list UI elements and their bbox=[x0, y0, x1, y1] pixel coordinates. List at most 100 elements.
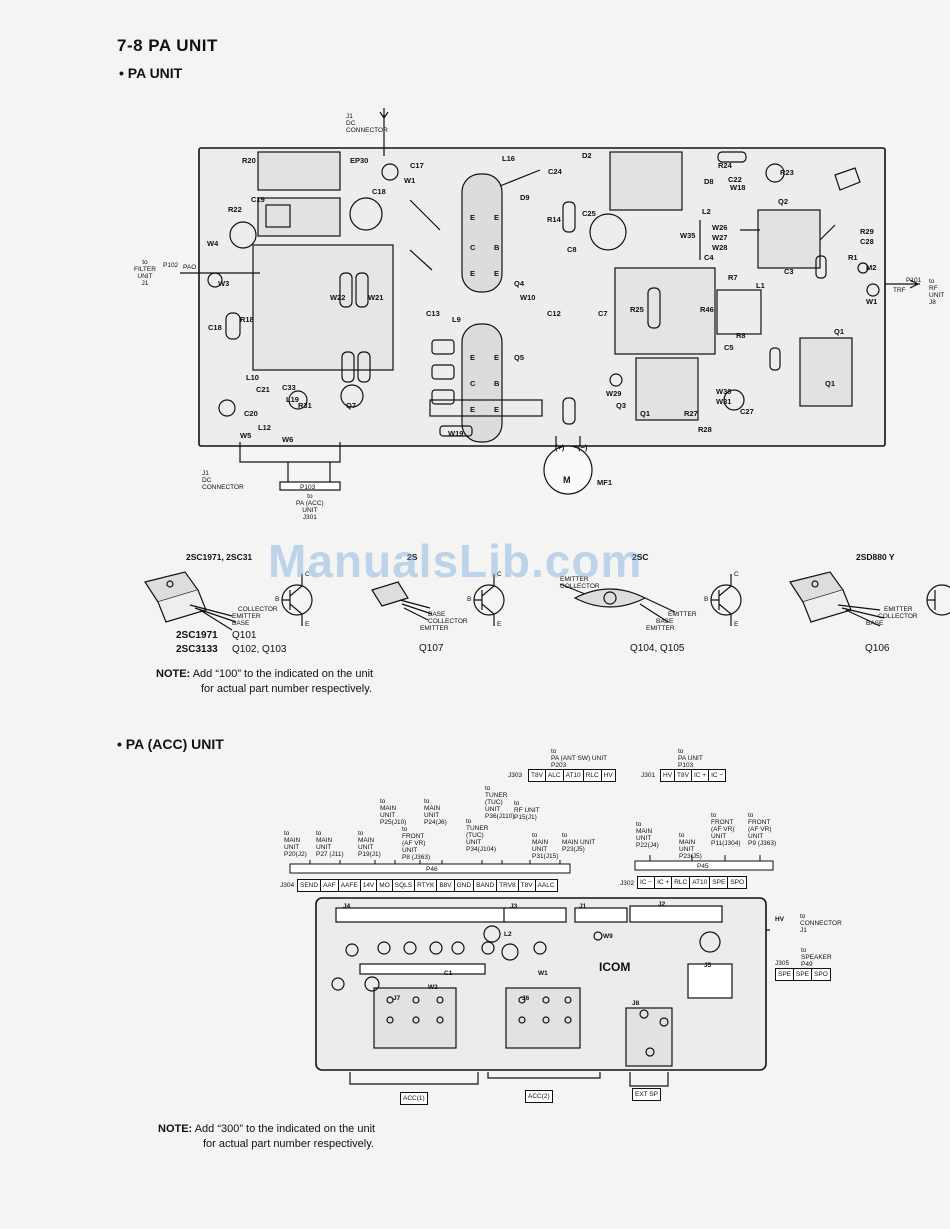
rf-unit-label: to RF UNIT J8 bbox=[929, 278, 945, 306]
svg-text:W22: W22 bbox=[330, 293, 345, 302]
j301-pin: T8V bbox=[675, 770, 692, 781]
svg-text:R24: R24 bbox=[718, 161, 733, 170]
p46-plug bbox=[289, 860, 571, 874]
acc1-jack-label: ACC(1) bbox=[403, 1095, 425, 1102]
j301-pin: IC − bbox=[711, 772, 724, 779]
j304-pin: B8V bbox=[437, 880, 455, 891]
svg-text:Q5: Q5 bbox=[514, 353, 524, 362]
svg-text:C24: C24 bbox=[548, 167, 563, 176]
acc-board-label-j4: J4 bbox=[343, 903, 351, 910]
part-q107: Q107 bbox=[419, 643, 444, 654]
svg-text:Q3: Q3 bbox=[616, 401, 626, 410]
svg-text:R27: R27 bbox=[684, 409, 698, 418]
part-2sc1971: 2SC1971 bbox=[176, 630, 218, 641]
j304-pin: AALC bbox=[537, 882, 555, 889]
svg-text:D8: D8 bbox=[704, 177, 714, 186]
acc-board-label-j1: J1 bbox=[579, 903, 587, 910]
svg-text:Q7: Q7 bbox=[346, 401, 356, 410]
transistor-group3-title: 2SC bbox=[632, 552, 649, 562]
svg-text:B: B bbox=[494, 379, 500, 388]
pao-label: PAO bbox=[183, 264, 197, 271]
j304-pin: GND bbox=[455, 880, 475, 891]
svg-text:R22: R22 bbox=[228, 205, 242, 214]
svg-text:Q1: Q1 bbox=[825, 379, 835, 388]
filter-unit-label: to FILTER UNIT J1 bbox=[134, 259, 156, 287]
j304-lead: to MAIN UNIT P31(J15) bbox=[532, 832, 559, 860]
svg-text:C20: C20 bbox=[244, 409, 258, 418]
svg-text:C21: C21 bbox=[256, 385, 270, 394]
acc-board-label-j8: J8 bbox=[632, 1000, 640, 1007]
dc-connector-bottom-label: J1 DC CONNECTOR bbox=[202, 470, 244, 491]
svg-text:E: E bbox=[494, 269, 499, 278]
svg-text:L1: L1 bbox=[756, 281, 765, 290]
svg-text:L16: L16 bbox=[502, 154, 515, 163]
svg-text:Q2: Q2 bbox=[778, 197, 788, 206]
p45-label: P45 bbox=[697, 863, 709, 870]
watermark: ManualsLib.com bbox=[268, 535, 643, 587]
svg-text:W27: W27 bbox=[712, 233, 727, 242]
svg-text:E: E bbox=[470, 353, 475, 362]
symbol1-emitter-letter: E bbox=[305, 621, 310, 628]
j305-pin: SPO bbox=[814, 971, 828, 978]
j304-lead: to RF UNIT P15(J1) bbox=[514, 800, 540, 821]
acc1-jack: ACC(1) bbox=[400, 1092, 428, 1105]
symbol3-base-letter: B bbox=[704, 596, 709, 603]
acc2-jack: ACC(2) bbox=[525, 1090, 553, 1103]
svg-text:L2: L2 bbox=[702, 207, 711, 216]
svg-text:R29: R29 bbox=[860, 227, 874, 236]
j304-lead: to TUNER (TUC) UNIT P34(J104) bbox=[466, 818, 496, 853]
svg-text:C: C bbox=[470, 243, 476, 252]
j303-destination-label: to PA (ANT SW) UNIT P203 bbox=[551, 748, 608, 769]
j302-pin: IC + bbox=[655, 877, 673, 888]
transistor-group4-title: 2SD880 Y bbox=[856, 552, 895, 562]
svg-text:W1: W1 bbox=[866, 297, 877, 306]
acc-board-label-j6: J6 bbox=[522, 995, 530, 1002]
j303-pin: ALC bbox=[546, 770, 564, 781]
j302-lead: to MAIN UNIT P23(J5) bbox=[679, 832, 702, 860]
note2-line1: Add “300” to the indicated on the unit bbox=[194, 1123, 376, 1135]
j301-pin: IC + bbox=[692, 770, 710, 781]
transistor-group1-title: 2SC1971, 2SC31 bbox=[186, 552, 253, 562]
j302-label: J302 bbox=[620, 880, 635, 887]
j303-connector: T8V ALC AT10 RLC HV bbox=[528, 769, 616, 782]
svg-text:C17: C17 bbox=[410, 161, 424, 170]
j304-pin: 14V bbox=[361, 880, 378, 891]
svg-text:L19: L19 bbox=[286, 395, 299, 404]
svg-text:EP30: EP30 bbox=[350, 156, 368, 165]
svg-text:Q4: Q4 bbox=[514, 279, 525, 288]
svg-text:C7: C7 bbox=[598, 309, 608, 318]
note1-label: NOTE: bbox=[156, 668, 191, 680]
j302-pin: IC − bbox=[638, 877, 656, 888]
svg-text:R7: R7 bbox=[728, 273, 738, 282]
svg-text:W26: W26 bbox=[712, 223, 727, 232]
symbol1-collector-letter: C bbox=[305, 571, 310, 578]
svg-text:E: E bbox=[494, 213, 499, 222]
symbol3-emitter-letter: E bbox=[734, 621, 739, 628]
pin-label-3-emitter-a: EMITTER bbox=[560, 576, 589, 583]
pin-label-4-emitter: EMITTER bbox=[884, 606, 913, 613]
j304-pin: AAFE bbox=[339, 880, 361, 891]
note2: NOTE: Add “300” to the indicated on the … bbox=[158, 1122, 375, 1152]
j301-pin: HV bbox=[661, 770, 676, 781]
svg-text:Q1: Q1 bbox=[834, 327, 844, 336]
acc-board-label-j2: J2 bbox=[658, 901, 666, 908]
svg-text:R14: R14 bbox=[547, 215, 562, 224]
symbol2-collector-letter: C bbox=[497, 571, 502, 578]
acc-unit-heading: • PA (ACC) UNIT bbox=[117, 736, 224, 752]
svg-text:Q1: Q1 bbox=[640, 409, 650, 418]
svg-text:W35: W35 bbox=[680, 231, 695, 240]
j301-destination-label: to PA UNIT P103 bbox=[678, 748, 703, 769]
j302-pin: SPO bbox=[730, 879, 745, 886]
j305-connector: SPE SPE SPO bbox=[775, 968, 831, 981]
j305-pin: SPE bbox=[794, 969, 813, 980]
j304-label: J304 bbox=[280, 882, 295, 889]
p45-plug bbox=[634, 855, 774, 871]
svg-text:C22: C22 bbox=[728, 175, 742, 184]
svg-text:W6: W6 bbox=[282, 435, 293, 444]
svg-text:D9: D9 bbox=[520, 193, 530, 202]
p103-destination-label: to PA (ACC) UNIT J301 bbox=[296, 493, 324, 521]
svg-text:C19: C19 bbox=[251, 195, 265, 204]
j304-pin: SEND bbox=[298, 880, 322, 891]
svg-text:R1: R1 bbox=[848, 253, 858, 262]
transistor-group2-title: 2S bbox=[407, 552, 418, 562]
